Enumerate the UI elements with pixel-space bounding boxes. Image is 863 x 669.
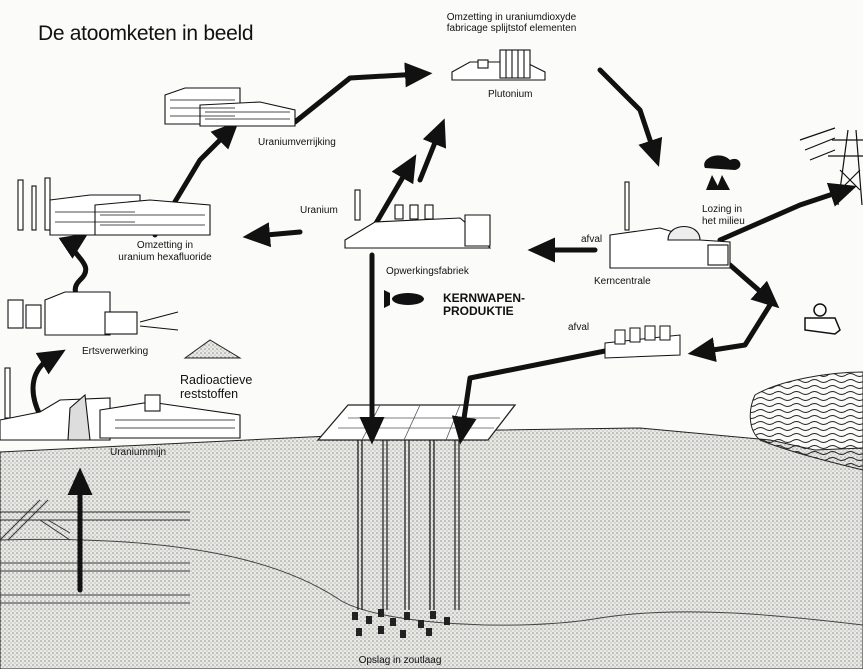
radioactive-residue-heap bbox=[183, 339, 242, 359]
label-conversion-uo2: Omzetting in uraniumdioxyde bbox=[446, 12, 577, 23]
label-salt-storage: Opslag in zoutlaag bbox=[358, 655, 442, 666]
sea-waves bbox=[749, 371, 863, 471]
label-uranium: Uranium bbox=[300, 205, 338, 216]
smoke-factory-icon bbox=[704, 155, 741, 190]
label-plutonium: Plutonium bbox=[488, 89, 533, 100]
flow-arrows bbox=[30, 62, 857, 593]
building-nuclear-power-plant bbox=[609, 181, 731, 269]
label-waste-1: afval bbox=[581, 234, 603, 245]
salt-layer-boundary bbox=[0, 538, 863, 626]
label-fuel-fabrication: fabricage splijtstof elementen bbox=[446, 23, 577, 34]
label-reprocessing-plant: Opwerkingsfabriek bbox=[386, 266, 469, 277]
label-uranium-mine: Uraniummijn bbox=[110, 447, 167, 458]
page-title: De atoomketen in beeld bbox=[38, 22, 254, 45]
label-release-1: Lozing in bbox=[702, 204, 743, 215]
label-radioactive-2: reststoffen bbox=[180, 387, 239, 401]
label-weapons-1: KERNWAPEN- bbox=[443, 291, 526, 305]
label-waste-2: afval bbox=[568, 322, 590, 333]
waste-tanks bbox=[604, 325, 681, 359]
label-radioactive-1: Radioactieve bbox=[180, 373, 253, 387]
storage-pit bbox=[316, 404, 517, 441]
label-power-plant: Kerncentrale bbox=[594, 276, 651, 287]
label-hexafluoride-1: Omzetting in bbox=[136, 240, 194, 251]
label-ore-processing: Ertsverwerking bbox=[82, 346, 149, 357]
building-mine bbox=[0, 367, 241, 441]
label-weapons-2: PRODUKTIE bbox=[443, 304, 514, 318]
label-hexafluoride-2: uranium hexafluoride bbox=[118, 252, 212, 263]
building-conversion-uo2 bbox=[451, 49, 546, 81]
storage-boreholes bbox=[357, 440, 460, 610]
power-pylon-icon bbox=[799, 127, 863, 206]
label-enrichment: Uraniumverrijking bbox=[258, 137, 336, 148]
label-release-2: het milieu bbox=[702, 216, 745, 227]
waste-canisters bbox=[352, 609, 450, 638]
water-tap-icon bbox=[804, 303, 841, 335]
building-reprocessing-plant bbox=[344, 189, 492, 249]
building-ore-processing bbox=[7, 291, 179, 336]
nuclear-weapon-icon bbox=[384, 290, 424, 308]
building-enrichment bbox=[164, 87, 296, 127]
building-hexafluoride bbox=[17, 177, 211, 236]
mine-shafts bbox=[0, 499, 190, 604]
